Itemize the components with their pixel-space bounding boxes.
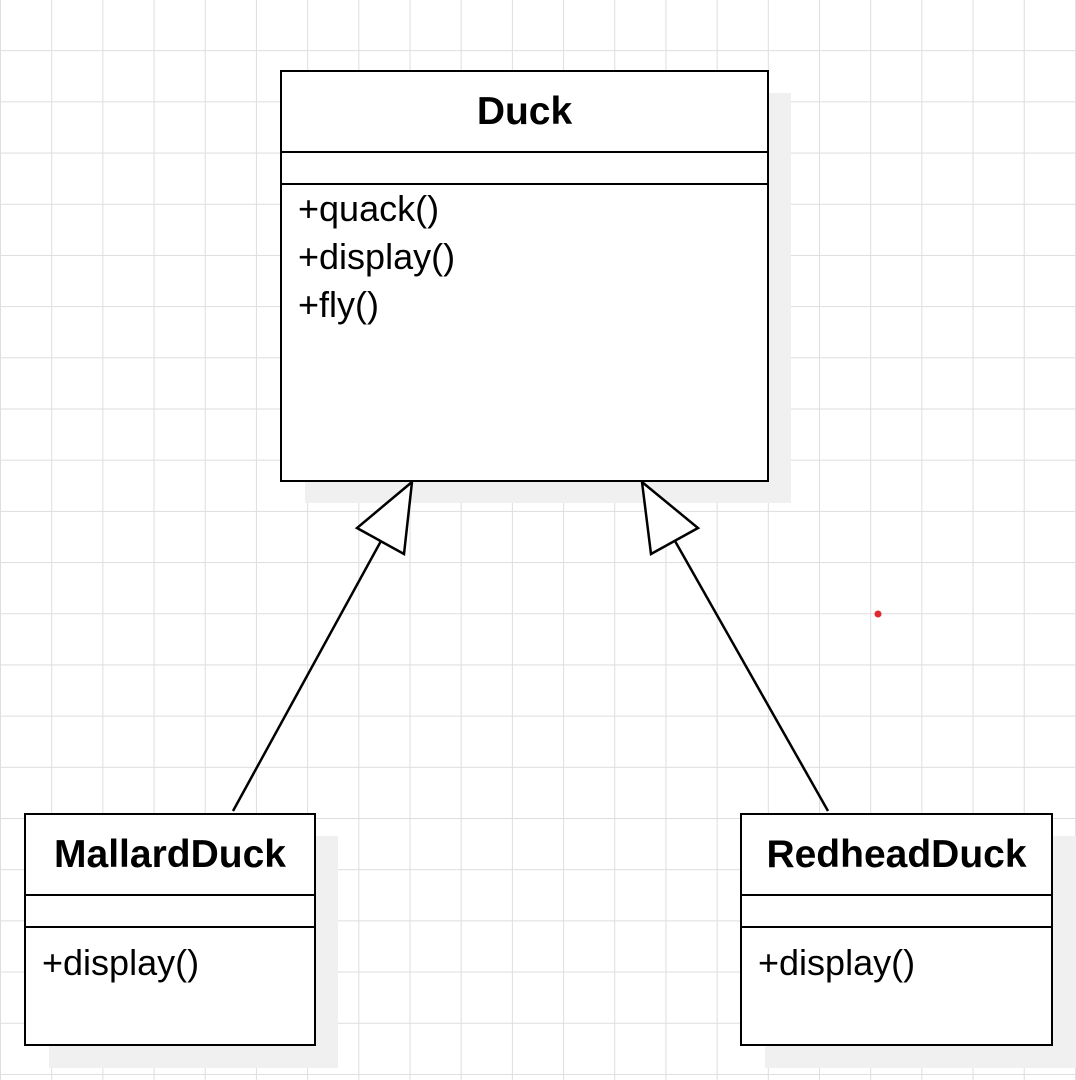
mallardduck-methods-compartment[interactable]: +display() <box>26 928 314 998</box>
redheadduck-method-display[interactable]: +display() <box>758 942 916 983</box>
mallardduck-class-name[interactable]: MallardDuck <box>26 815 314 896</box>
mallardduck-attributes-compartment[interactable] <box>26 896 314 928</box>
red-marker-dot <box>874 610 882 618</box>
redheadduck-methods-compartment[interactable]: +display() <box>742 928 1051 998</box>
mallardduck-class[interactable]: MallardDuck +display() <box>24 813 316 1046</box>
duck-method-fly[interactable]: +fly() <box>298 284 379 325</box>
duck-methods-compartment[interactable]: +quack() +display() +fly() <box>282 185 767 329</box>
redhead-inheritance-line[interactable] <box>673 540 830 812</box>
duck-class-name[interactable]: Duck <box>282 72 767 153</box>
duck-class[interactable]: Duck +quack() +display() +fly() <box>280 70 769 482</box>
duck-method-display[interactable]: +display() <box>298 236 456 277</box>
mallard-inheritance-line[interactable] <box>231 540 383 812</box>
mallard-to-duck-generalization[interactable] <box>231 479 414 812</box>
redheadduck-attributes-compartment[interactable] <box>742 896 1051 928</box>
duck-attributes-compartment[interactable] <box>282 153 767 185</box>
mallardduck-method-display[interactable]: +display() <box>42 942 200 983</box>
redheadduck-class[interactable]: RedheadDuck +display() <box>740 813 1053 1046</box>
redheadduck-class-name[interactable]: RedheadDuck <box>742 815 1051 896</box>
duck-method-quack[interactable]: +quack() <box>298 188 440 229</box>
redhead-to-duck-generalization[interactable] <box>640 479 830 812</box>
